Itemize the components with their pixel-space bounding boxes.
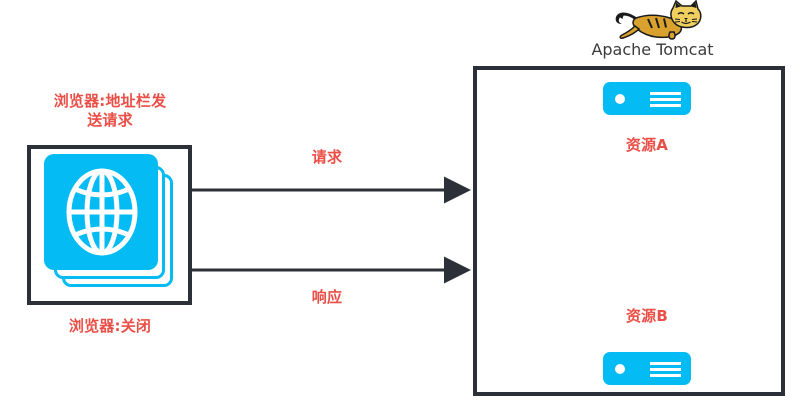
resource-b-label: 资源B — [625, 307, 669, 325]
tomcat-brand-text: Apache Tomcat — [591, 40, 714, 59]
globe-stack-icon — [44, 154, 178, 294]
server-bars-icon — [650, 362, 681, 377]
resource-a-server-icon — [603, 82, 691, 115]
server-status-dot — [615, 364, 625, 374]
browser-bottom-label: 浏览器:关闭 — [68, 317, 152, 335]
globe-icon — [66, 168, 138, 256]
browser-top-label: 浏览器:地址栏发 送请求 — [53, 92, 167, 129]
resource-a-label: 资源A — [625, 136, 669, 154]
tomcat-server-box — [473, 66, 785, 396]
apache-tomcat-logo: Apache Tomcat — [575, 0, 730, 62]
server-status-dot — [615, 94, 625, 104]
request-arrow-label: 请求 — [311, 148, 343, 166]
tomcat-cat-icon — [615, 0, 702, 40]
stack-sheet-front — [44, 154, 158, 270]
resource-b-server-icon — [603, 352, 691, 385]
response-arrow-label: 响应 — [311, 288, 343, 306]
server-bars-icon — [650, 92, 681, 107]
